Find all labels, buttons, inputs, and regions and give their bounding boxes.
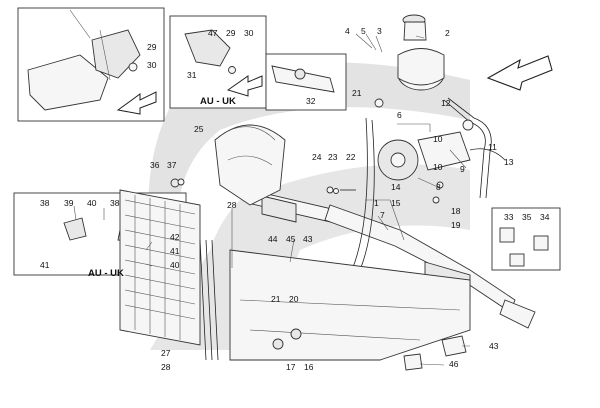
callout-34: 34 [540,212,550,222]
callout-29-inset2: 29 [226,28,236,38]
callout-41-a: 41 [170,246,180,256]
engine-subframe [229,249,471,361]
callout-17: 17 [286,362,296,372]
steering-rack [249,189,536,329]
callout-47: 47 [208,28,218,38]
inset-top-center [169,15,267,109]
callout-14: 14 [391,182,401,192]
callout-13: 13 [504,157,514,167]
callout-45: 45 [286,234,296,244]
callout-30-inset2: 30 [244,28,254,38]
callout-38-a: 38 [40,198,50,208]
callout-12: 12 [441,98,451,108]
callout-2: 2 [445,28,450,38]
callout-23: 23 [328,152,338,162]
leader-lines [73,33,470,366]
callout-11: 11 [488,142,497,152]
steering-knuckle [214,124,286,206]
inset-top-left [17,7,165,122]
callout-21-top: 21 [352,88,362,98]
callout-25: 25 [194,124,204,134]
radiator-condenser [119,189,201,346]
inset-right-hardware [491,207,561,271]
small-hardware [170,98,474,371]
callout-28-top: 28 [227,200,237,210]
region-label-au-uk-top: AU - UK [200,96,236,107]
callout-27: 27 [161,348,171,358]
callout-5: 5 [361,26,366,36]
callout-22: 22 [346,152,356,162]
callout-6: 6 [397,110,402,120]
callout-8: 8 [436,182,441,192]
callout-24: 24 [312,152,322,162]
direction-arrow [486,55,553,91]
power-steering-reservoir [397,14,445,91]
callout-30-inset1: 30 [147,60,157,70]
callout-37: 37 [167,160,177,170]
callout-41-b: 41 [40,260,50,270]
callout-9: 9 [460,164,465,174]
callout-43-center: 43 [303,234,313,244]
callout-35: 35 [522,212,532,222]
callout-39: 39 [64,198,74,208]
callout-46: 46 [449,359,459,369]
callout-31: 31 [187,70,197,80]
callout-32: 32 [306,96,316,106]
callout-15: 15 [391,198,401,208]
callout-40-a: 40 [87,198,97,208]
callout-7: 7 [380,210,385,220]
power-steering-pump [377,131,471,181]
callout-10-a: 10 [433,134,443,144]
callout-36: 36 [150,160,160,170]
callout-4: 4 [345,26,350,36]
callout-40-b: 40 [170,260,180,270]
callout-20: 20 [289,294,299,304]
callout-21-bottom: 21 [271,294,281,304]
callout-44: 44 [268,234,278,244]
region-label-au-uk-bottom: AU - UK [88,268,124,279]
callout-16: 16 [304,362,314,372]
callout-28-bottom: 28 [161,362,171,372]
callout-labels: 2 3 4 5 6 12 21 11 13 10 10 9 8 14 15 18… [40,26,550,372]
callout-19: 19 [451,220,461,230]
callout-33: 33 [504,212,514,222]
callout-43-right: 43 [489,341,499,351]
callout-42: 42 [170,232,180,242]
callout-38-b: 38 [110,198,120,208]
callout-3: 3 [377,26,382,36]
inset-steering-rack-detail [265,53,347,111]
callout-1: 1 [374,198,379,208]
callout-18: 18 [451,206,461,216]
callout-10-b: 10 [433,162,443,172]
callout-29-inset1: 29 [147,42,157,52]
